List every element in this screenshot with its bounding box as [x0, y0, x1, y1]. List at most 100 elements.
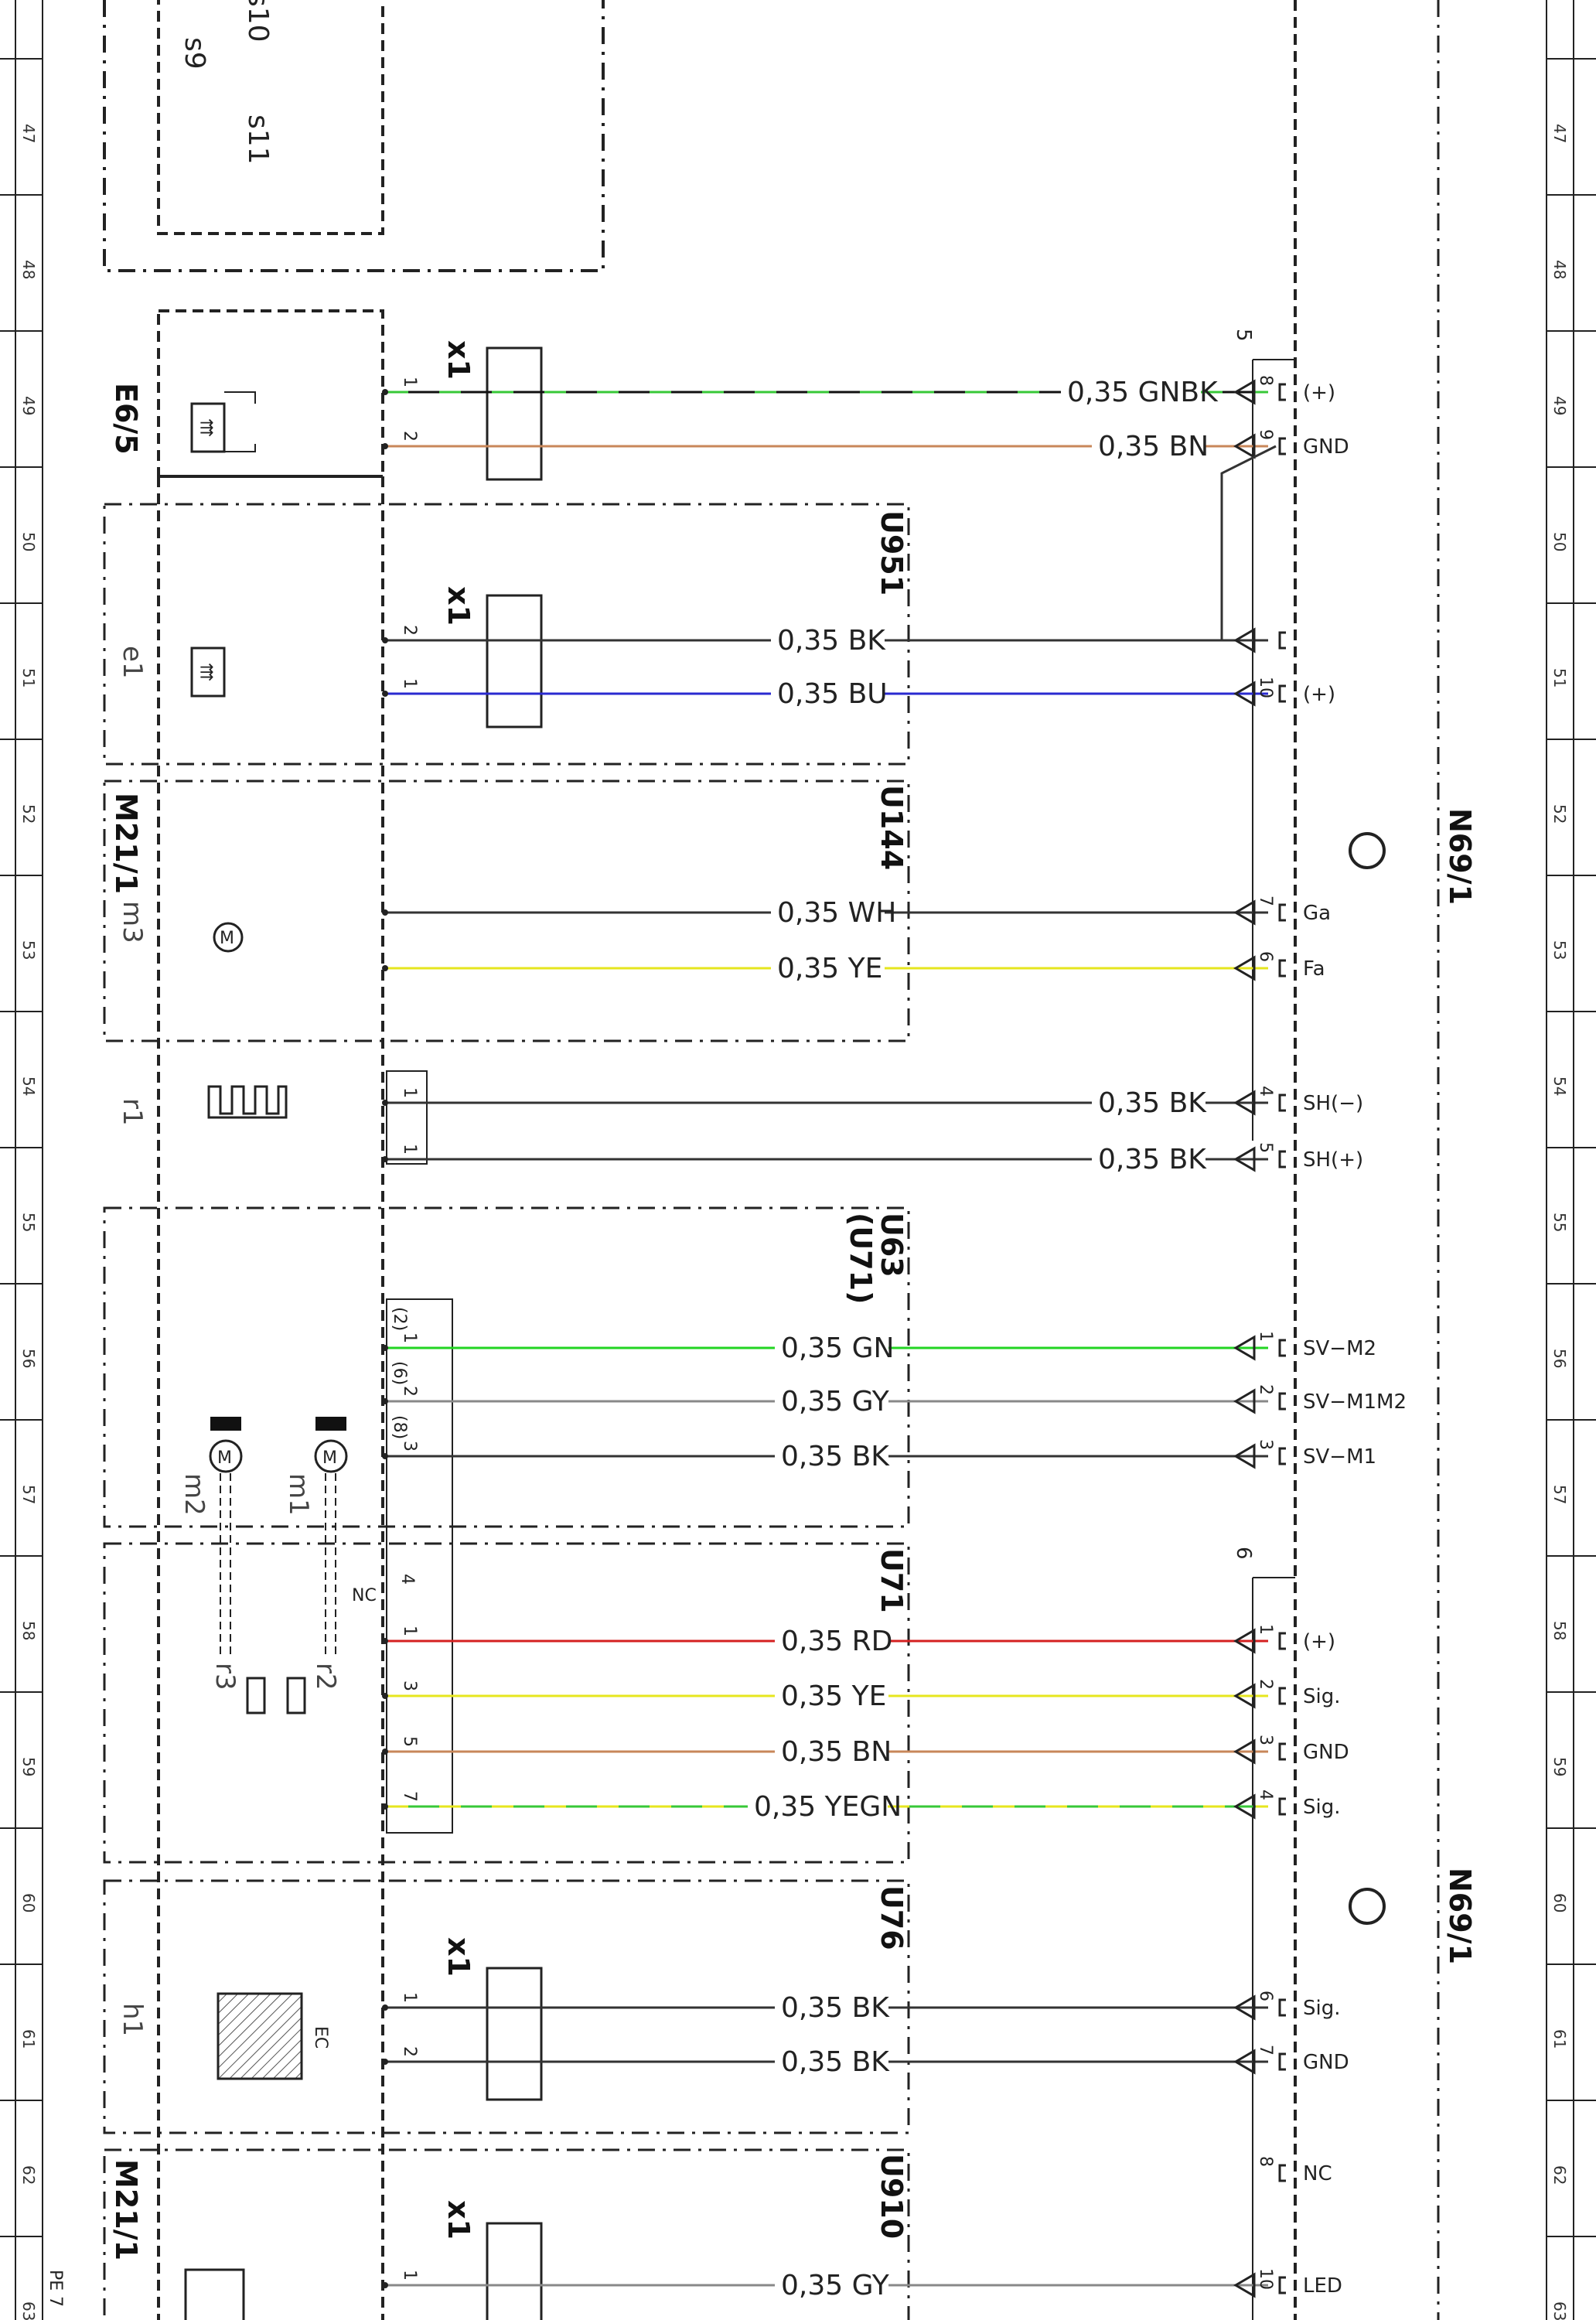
connector-pin-number: 2	[400, 431, 419, 442]
label-r2: r2	[310, 1663, 341, 1691]
ruler-left-label: 60	[19, 1893, 38, 1912]
arrow-icon	[1233, 1335, 1256, 1361]
controller-pin-number: 1	[1256, 1331, 1275, 1342]
module-u951: U951	[875, 510, 909, 595]
led-icon	[190, 402, 226, 453]
potentiometer-r3-icon	[246, 1677, 266, 1714]
label-m2: m2	[179, 1473, 210, 1516]
label-ec: EC	[311, 2026, 330, 2049]
arrow-icon	[1233, 1388, 1256, 1414]
wire-label: 0,35 BU	[777, 678, 888, 710]
controller-pin-number: 9	[1256, 429, 1275, 440]
module-r1: r1	[117, 1098, 148, 1126]
ruler-right-label: 52	[1550, 804, 1569, 824]
pin-stub	[1278, 1339, 1286, 1357]
ruler-right-label: 50	[1550, 532, 1569, 551]
wire-label: 0,35 GY	[781, 1386, 890, 1418]
signal-name: (+)	[1303, 1630, 1335, 1653]
signal-name: Sig.	[1303, 1796, 1341, 1819]
module-m3: m3	[117, 901, 148, 943]
wire-label: 0,35 BK	[781, 1441, 890, 1472]
arrow-icon	[1233, 433, 1256, 459]
wire-label: 0,35 GY	[781, 2270, 890, 2301]
wire-label: 0,35 GN	[781, 1332, 894, 1364]
ruler-left-label: 47	[19, 124, 38, 143]
arrow-icon	[1233, 1683, 1256, 1709]
u63-pin-6: (6)	[390, 1361, 409, 1385]
pin-stub	[1278, 631, 1286, 650]
module-u63: U63	[875, 1213, 909, 1278]
wire-label: 0,35 GNBK	[1067, 377, 1219, 408]
motor-symbol-icon	[1349, 832, 1386, 869]
arrow-icon	[1233, 2049, 1256, 2075]
wire-label: 0,35 BK	[1098, 1144, 1207, 1175]
display-h1-icon	[217, 1992, 303, 2080]
pin-stub	[1278, 1742, 1286, 1761]
junction-dot	[382, 2004, 388, 2011]
label-m1: m1	[283, 1473, 314, 1516]
ruler-left-label: 49	[19, 396, 38, 415]
module-m21-1-bottom: M21/1	[109, 2159, 143, 2260]
pin-stub	[1278, 437, 1286, 455]
junction-dot	[382, 2059, 388, 2065]
signal-name: (+)	[1303, 381, 1335, 404]
wire-label: 0,35 WH	[777, 897, 896, 929]
controller-pin-number: 6	[1256, 951, 1275, 962]
motor-m1-icon	[314, 1439, 348, 1473]
junction-dot	[382, 443, 388, 449]
wire-row: 8NC	[1256, 2156, 1332, 2185]
motor-m2-icon	[209, 1439, 243, 1473]
pin-stub	[1278, 2052, 1286, 2071]
pin-stub	[1278, 383, 1286, 401]
controller-name-upper: N69/1	[1443, 808, 1477, 905]
svg-text:M: M	[220, 929, 234, 948]
controller-pin-number: 1	[1256, 1624, 1275, 1635]
pin-stub	[1278, 1998, 1286, 2017]
junction-dot	[382, 691, 388, 697]
signal-name: Sig.	[1303, 1685, 1341, 1708]
junction-dot	[382, 1345, 388, 1351]
connector-pin-number: 1	[400, 2270, 419, 2281]
connector-pin-number: 2	[400, 1386, 419, 1397]
component-symbols: ⇶ ⇶ M M M m2 m1 r3 r2 NC EC	[179, 391, 1386, 2320]
ruler-left-label: 55	[19, 1213, 38, 1232]
controller-pin-number: 8	[1256, 375, 1275, 386]
junction-dot	[382, 1398, 388, 1404]
pin-stub	[1278, 1447, 1286, 1465]
module-frames	[103, 0, 1440, 2320]
signal-name: (+)	[1303, 683, 1335, 706]
arrow-icon	[1233, 1443, 1256, 1469]
controller-pin-number: 8	[1256, 2156, 1275, 2167]
junction-dot	[382, 1638, 388, 1644]
junction-dot	[382, 1749, 388, 1755]
ruler-right-label: 55	[1550, 1213, 1569, 1232]
connector-pin-number: 7	[400, 1791, 419, 1802]
ruler-left-label: 48	[19, 260, 38, 279]
connector-pin-number: 1	[400, 1144, 419, 1155]
controller-name-lower: N69/1	[1443, 1868, 1477, 1964]
connector-pin-number: 2	[400, 2046, 419, 2057]
ruler-left-label: 57	[19, 1485, 38, 1504]
signal-name: GND	[1303, 2051, 1349, 2074]
junction-dot	[382, 1453, 388, 1459]
module-e1: e1	[117, 646, 148, 679]
module-h1: h1	[117, 2003, 148, 2036]
ruler-left-label: 52	[19, 804, 38, 824]
arrow-icon	[1233, 2272, 1256, 2298]
junction-dot	[382, 1803, 388, 1810]
svg-text:⇶: ⇶	[200, 418, 213, 438]
connector-x1-label: x1	[442, 1937, 476, 1977]
controller-pin-number: 3	[1256, 1735, 1275, 1745]
controller-pin-number: 6	[1256, 1991, 1275, 2001]
arrow-icon	[1233, 379, 1256, 405]
connector-pin-number: 1	[400, 1087, 419, 1098]
ruler-right-label: 63	[1550, 2301, 1569, 2320]
ruler-right-label: 60	[1550, 1893, 1569, 1912]
connector-pin-number: 5	[400, 1736, 419, 1747]
